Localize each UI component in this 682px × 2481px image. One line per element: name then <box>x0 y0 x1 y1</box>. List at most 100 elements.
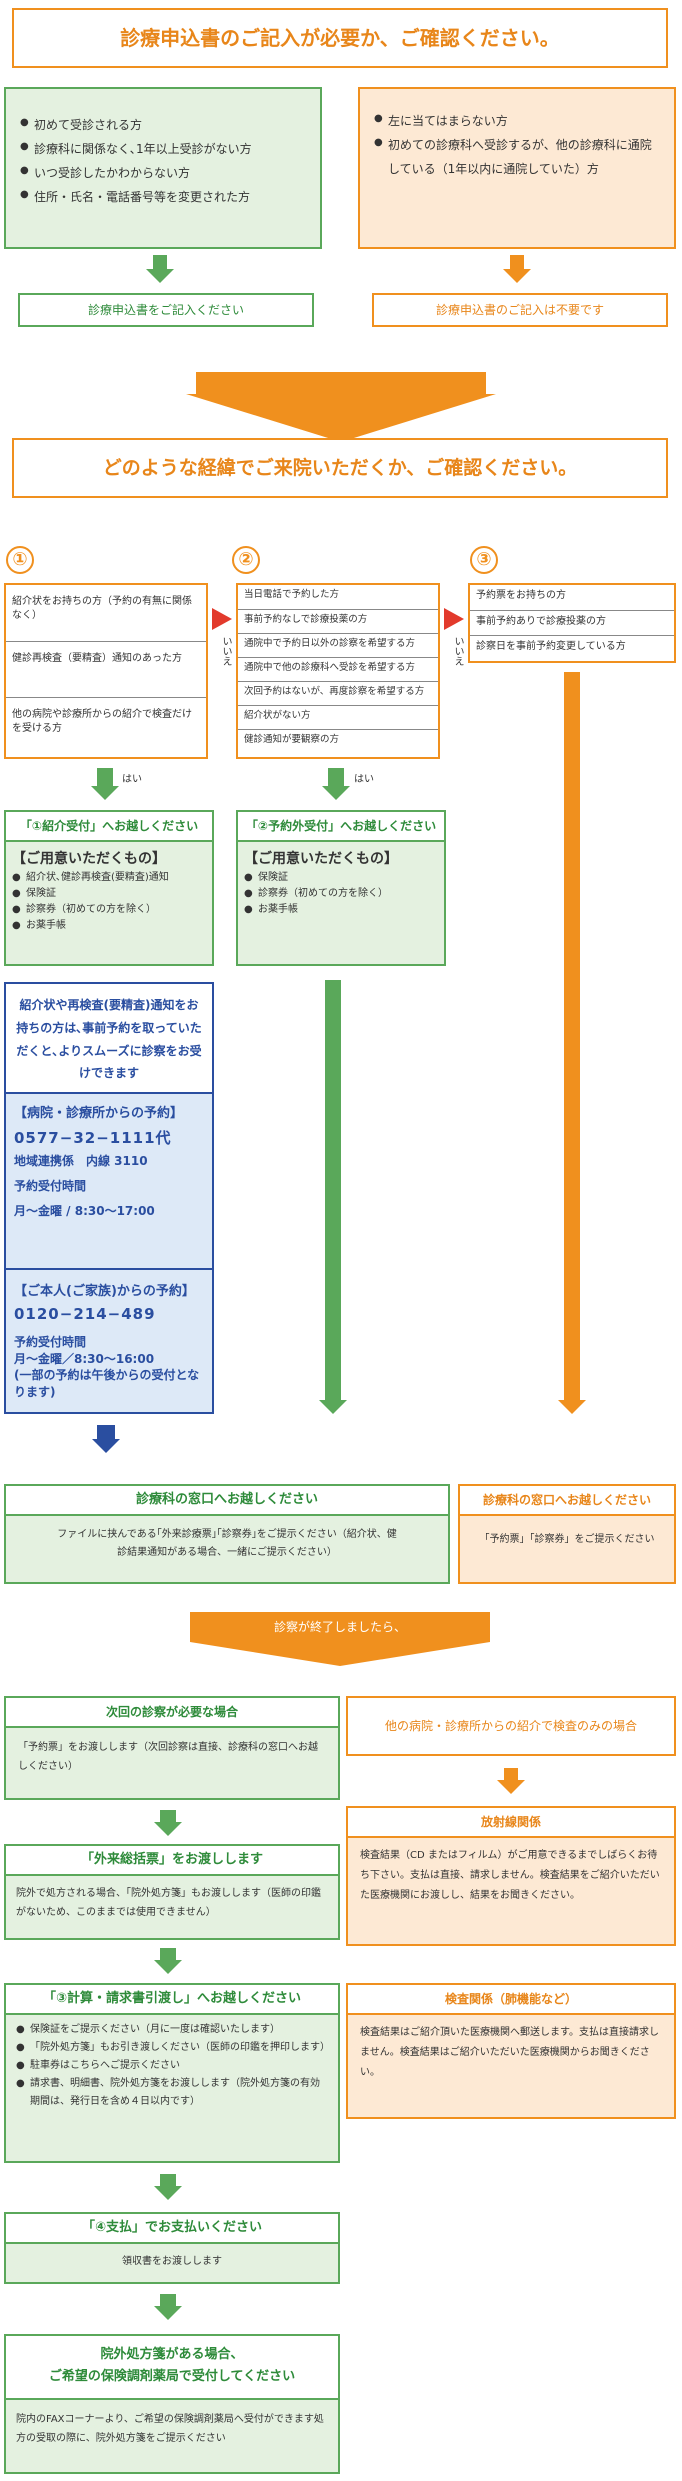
step-1-badge: ① <box>6 546 34 574</box>
criteria-row: 当日電話で予約した方 <box>244 589 340 600</box>
col1-criteria: 紹介状をお持ちの方（予約の有無に関係なく） 健診再検査（要精査）通知のあった方 … <box>4 583 208 759</box>
criteria-row: 紹介状をお持ちの方（予約の有無に関係なく） <box>12 596 192 621</box>
prepare-list: 保険証 診察券（初めての方を除く） お薬手帳 <box>238 870 444 918</box>
billing-box: 「③計算・請求書引渡し」へお越しください 保険証をご提示ください（月に一度は確認… <box>4 1983 340 2163</box>
billing-title: 「③計算・請求書引渡し」へお越しください <box>6 1985 338 2015</box>
arrow-head-icon <box>92 1439 120 1453</box>
list-item: 診察券（初めての方を除く） <box>12 902 206 918</box>
prescription-text: 院内のFAXコーナーより、ご希望の保険調剤薬局へ受付ができます処方の受取の際に、… <box>16 2414 324 2444</box>
arrow-head-icon <box>319 1400 347 1414</box>
arrow-head-icon <box>322 786 350 800</box>
no-form-conditions: 左に当てはまらない方 初めての診療科へ受診するが、他の診療科に通院している（1年… <box>358 87 676 249</box>
criteria-row: 紹介状がない方 <box>238 705 438 729</box>
arrow-head-icon <box>154 2306 182 2320</box>
department-window-text: 「予約票」「診察券」をご提示ください <box>479 1534 655 1545</box>
criteria-row: 通院中で予約日以外の診察を希望する方 <box>238 633 438 657</box>
yes-label: はい <box>354 774 374 785</box>
billing-list: 保険証をご提示ください（月に一度は確認いたします） 「院外処方箋」もお引き渡しく… <box>6 2015 338 2117</box>
prescription-title: 院外処方箋がある場合、 ご希望の保険調剤薬局で受付してください <box>6 2336 338 2400</box>
first-visit-conditions: 初めて受診される方 診療科に関係なく､1年以上受診がない方 いつ受診したかわから… <box>4 87 322 249</box>
list-item: 初めての診療科へ受診するが、他の診療科に通院している（1年以内に通院していた）方 <box>374 133 660 181</box>
personal-reservation: 【ご本人(ご家族)からの予約】 0120−214−489 予約受付時間 月〜金曜… <box>6 1268 212 1412</box>
header-visit-route: どのような経緯でご来院いただくか、ご確認ください。 <box>12 438 668 498</box>
arrow-down-icon <box>97 1425 115 1439</box>
department-window-text: ファイルに挟んである｢外来診療票｣｢診察券｣をご提示ください（紹介状、健診結果通… <box>57 1529 397 1558</box>
step-2-badge: ② <box>232 546 260 574</box>
criteria-row: 診察日を事前予約変更している方 <box>470 635 674 661</box>
arrow-down-icon <box>160 2294 176 2306</box>
hospital-reservation-heading: 【病院・診療所からの予約】 <box>14 1106 184 1121</box>
arrow-head-icon <box>558 1400 586 1414</box>
list-item: 保険証 <box>244 870 438 886</box>
no-label: いいえ <box>452 636 463 666</box>
fill-form-result: 診療申込書をご記入ください <box>18 293 314 327</box>
list-item: 「院外処方箋」もお引き渡しください（医師の印鑑を押印します） <box>16 2039 330 2057</box>
outpatient-summary-text: 院外で処方される場合、「院外処方箋」もお渡しします（医師の印鑑がないため、このま… <box>16 1888 321 1918</box>
arrow-down-icon <box>153 255 167 269</box>
arrow-head-icon <box>154 1822 182 1836</box>
prepare-list: 紹介状､健診再検査(要精査)通知 保険証 診察券（初めての方を除く） お薬手帳 <box>6 870 212 934</box>
department-window-title: 診療科の窓口へお越しください <box>6 1486 448 1516</box>
arrow-head-icon <box>154 2186 182 2200</box>
extension-number: 地域連携係 内線 3110 <box>14 1154 148 1168</box>
lab-exam-title: 検査関係（肺機能など） <box>348 1985 674 2015</box>
list-item: お薬手帳 <box>244 902 438 918</box>
criteria-row: 事前予約なしで診療投薬の方 <box>238 609 438 633</box>
list-item: 紹介状､健診再検査(要精査)通知 <box>12 870 206 886</box>
hours-value: 月〜金曜／8:30〜16:00 <box>14 1352 155 1366</box>
criteria-row: 予約票をお持ちの方 <box>476 590 566 601</box>
arrow-down-icon <box>510 255 524 269</box>
hospital-reservation: 【病院・診療所からの予約】 0577−32−1111代 地域連携係 内線 311… <box>6 1092 212 1268</box>
arrow-head-icon <box>146 269 174 283</box>
arrow-head-icon <box>503 269 531 283</box>
list-item: いつ受診したかわからない方 <box>20 161 306 185</box>
list-item: 保険証 <box>12 886 206 902</box>
next-visit-text: 「予約票」をお渡しします（次回診察は直接、診療科の窓口へお越しください） <box>18 1742 318 1772</box>
arrow-right-icon <box>212 608 232 630</box>
department-window-box: 診療科の窓口へお越しください ファイルに挟んである｢外来診療票｣｢診察券｣をご提… <box>4 1484 450 1584</box>
first-visit-list: 初めて受診される方 診療科に関係なく､1年以上受診がない方 いつ受診したかわから… <box>20 113 306 209</box>
hospital-phone: 0577−32−1111代 <box>14 1129 172 1147</box>
department-window-box-appointment: 診療科の窓口へお越しください 「予約票」「診察券」をご提示ください <box>458 1484 676 1584</box>
referral-reception-box: 「①紹介受付」へお越しください 【ご用意いただくもの】 紹介状､健診再検査(要精… <box>4 810 214 966</box>
referral-test-only-box: 他の病院・診療所からの紹介で検査のみの場合 <box>346 1696 676 1756</box>
payment-title: 「④支払」でお支払いください <box>6 2214 338 2244</box>
non-appointment-reception-box: 「②予約外受付」へお越しください 【ご用意いただくもの】 保険証 診察券（初めて… <box>236 810 446 966</box>
prescription-title-line: ご希望の保険調剤薬局で受付してください <box>48 2369 296 2384</box>
referral-reception-title: 「①紹介受付」へお越しください <box>6 812 212 842</box>
arrow-down-icon <box>564 672 580 1400</box>
after-exam-banner: 診察が終了しましたら、 <box>190 1612 490 1642</box>
criteria-row: 他の病院や診療所からの紹介で検査だけを受ける方 <box>6 697 206 757</box>
hours-label: 予約受付時間 <box>14 1335 87 1349</box>
hours-value: 月〜金曜 / 8:30〜17:00 <box>14 1204 155 1218</box>
reservation-info-box: 紹介状や再検査(要精査)通知をお持ちの方は､事前予約を取っていただくと､よりスム… <box>4 982 214 1414</box>
criteria-row: 健診通知が要観察の方 <box>238 729 438 753</box>
list-item: 診療科に関係なく､1年以上受診がない方 <box>20 137 306 161</box>
yes-label: はい <box>122 774 142 785</box>
arrow-head-icon <box>497 1780 525 1794</box>
arrow-down-icon <box>328 768 344 786</box>
step-3-badge: ③ <box>470 546 498 574</box>
arrow-down-icon <box>160 2174 176 2186</box>
list-item: 住所・氏名・電話番号等を変更された方 <box>20 185 306 209</box>
no-form-result: 診療申込書のご記入は不要です <box>372 293 668 327</box>
payment-text: 領収書をお渡しします <box>122 2256 222 2267</box>
list-item: 駐車券はこちらへご提示ください <box>16 2057 328 2075</box>
col2-criteria: 当日電話で予約した方 事前予約なしで診療投薬の方 通院中で予約日以外の診察を希望… <box>236 583 440 759</box>
arrow-right-icon <box>444 608 464 630</box>
prepare-heading: 【ご用意いただくもの】 <box>12 851 166 867</box>
lab-exam-box: 検査関係（肺機能など） 検査結果はご紹介頂いた医療機関へ郵送します。支払は直接請… <box>346 1983 676 2119</box>
personal-reservation-heading: 【ご本人(ご家族)からの予約】 <box>14 1284 195 1299</box>
reservation-intro: 紹介状や再検査(要精査)通知をお持ちの方は､事前予約を取っていただくと､よりスム… <box>16 998 202 1081</box>
list-item: 保険証をご提示ください（月に一度は確認いたします） <box>16 2021 328 2039</box>
big-arrow-icon <box>196 372 486 394</box>
criteria-row: 健診再検査（要精査）通知のあった方 <box>6 641 206 697</box>
criteria-row: 事前予約ありで診療投薬の方 <box>470 610 674 635</box>
no-label: いいえ <box>220 636 231 666</box>
personal-phone: 0120−214−489 <box>14 1305 156 1323</box>
radiology-text: 検査結果（CD またはフィルム）がご用意できるまでしばらくお待ち下さい。支払は直… <box>360 1850 660 1901</box>
radiology-title: 放射線関係 <box>348 1808 674 1838</box>
no-form-list: 左に当てはまらない方 初めての診療科へ受診するが、他の診療科に通院している（1年… <box>374 109 660 181</box>
outpatient-summary-title: 「外来総括票」をお渡しします <box>6 1846 338 1876</box>
arrow-down-icon <box>325 980 341 1400</box>
